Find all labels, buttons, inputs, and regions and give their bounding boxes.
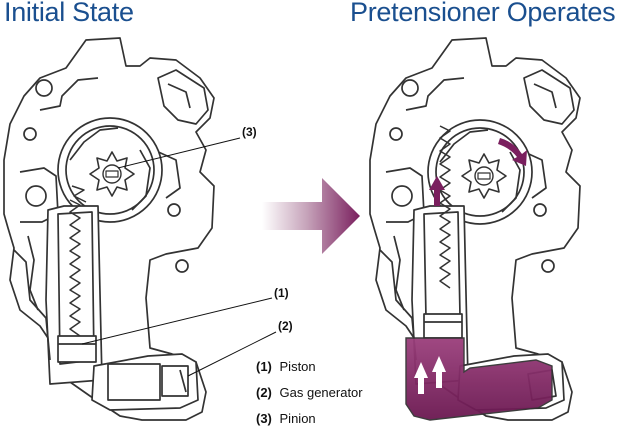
initial-state-mechanism [4, 38, 214, 420]
transition-arrow-icon [262, 178, 360, 254]
legend: (1) Piston (2) Gas generator (3) Pinion [256, 354, 363, 432]
legend-label: Gas generator [280, 385, 363, 400]
legend-item-pinion: (3) Pinion [256, 406, 363, 432]
legend-label: Pinion [280, 411, 316, 426]
piston [58, 336, 96, 362]
legend-number: (3) [256, 411, 272, 426]
pinion-gear-right [462, 154, 506, 198]
piston-callout: (1) [274, 286, 289, 300]
pinion-gear [90, 152, 134, 196]
pretensioner-operates-mechanism [370, 38, 580, 420]
gas-generator-callout: (2) [278, 319, 293, 333]
legend-item-gas-generator: (2) Gas generator [256, 380, 363, 406]
pinion-callout: (3) [242, 125, 257, 139]
legend-number: (2) [256, 385, 272, 400]
piston-right [424, 314, 462, 338]
legend-label: Piston [280, 359, 316, 374]
legend-item-piston: (1) Piston [256, 354, 363, 380]
legend-number: (1) [256, 359, 272, 374]
